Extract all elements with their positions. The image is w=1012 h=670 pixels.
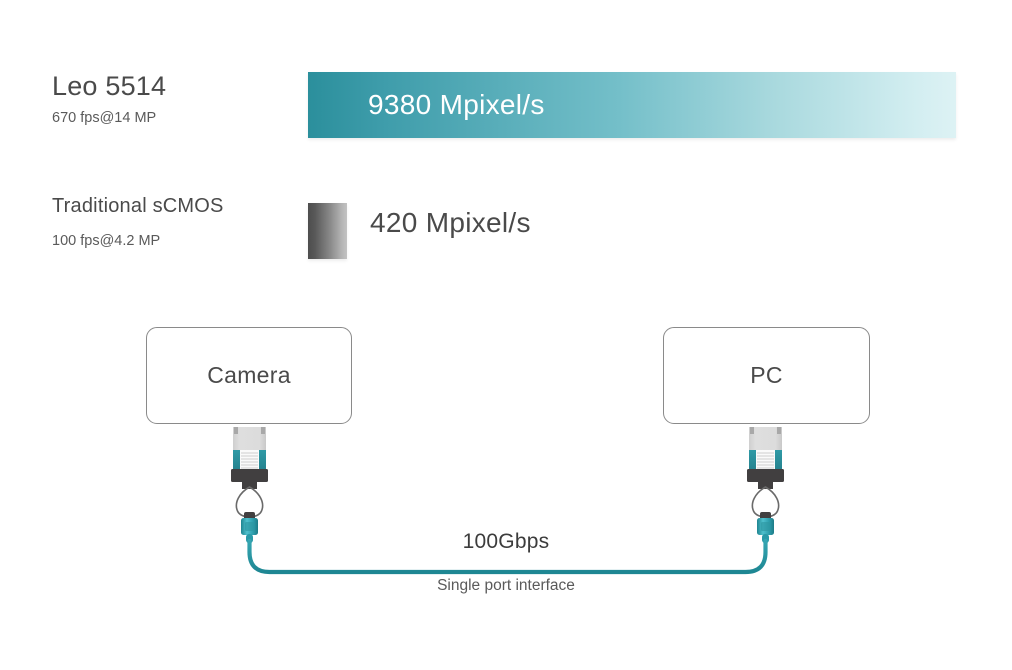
scmos-throughput-value: 420 Mpixel/s xyxy=(370,207,531,238)
pc-connector xyxy=(747,427,784,543)
leo-throughput-value: 9380 Mpixel/s xyxy=(368,89,545,120)
scmos-product-subtitle: 100 fps@4.2 MP xyxy=(52,233,161,249)
camera-connector xyxy=(231,427,268,543)
cable-speed-label: 100Gbps xyxy=(462,530,550,553)
scmos-product-title: Traditional sCMOS xyxy=(52,195,224,217)
scmos-throughput-bar xyxy=(308,203,347,259)
camera-node-label: Camera xyxy=(207,362,291,388)
leo-throughput-bar: 9380 Mpixel/s xyxy=(308,72,956,138)
pc-node-label: PC xyxy=(750,362,783,388)
leo-product-subtitle: 670 fps@14 MP xyxy=(52,110,157,126)
pc-node-box: PC xyxy=(663,327,870,424)
leo-product-title: Leo 5514 xyxy=(52,71,167,101)
camera-node-box: Camera xyxy=(146,327,352,424)
cable-interface-caption: Single port interface xyxy=(437,577,575,594)
